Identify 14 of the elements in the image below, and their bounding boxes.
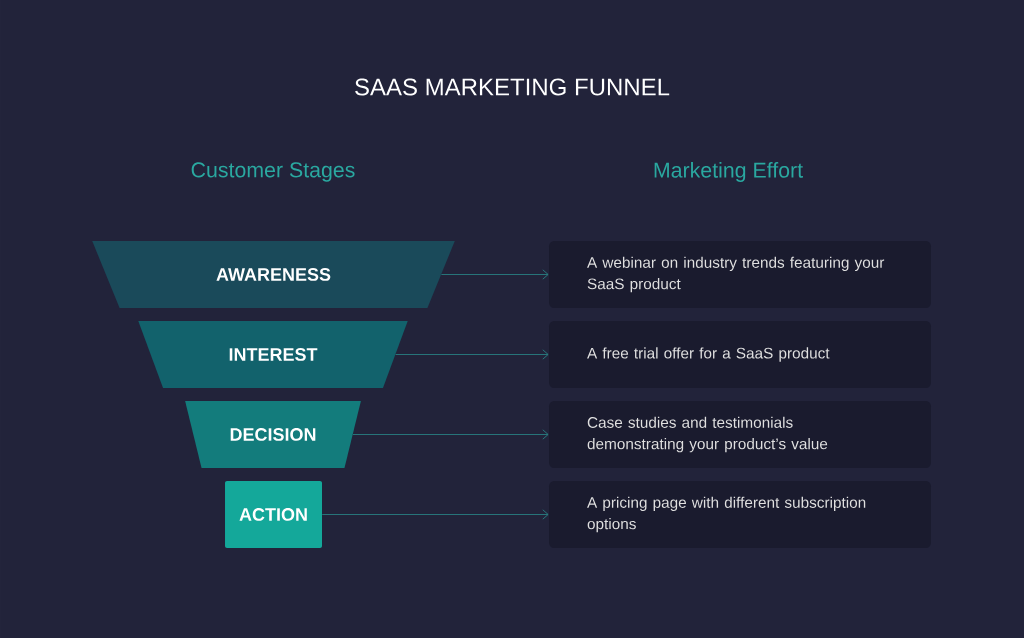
funnel-stage: INTEREST	[138, 321, 408, 388]
effort-box: A pricing page with different subscription options	[549, 481, 931, 548]
column-heading: Customer Stages	[191, 162, 355, 182]
arrow	[321, 509, 549, 520]
effort-box: A free trial offer for a SaaS product	[549, 321, 931, 388]
arrow	[352, 429, 549, 440]
effort-box: A webinar on industry trends featuring your SaaS product	[549, 241, 931, 308]
effort-box: Case studies and testimonials demonstrating your product’s value	[549, 401, 931, 468]
funnel-stage: ACTION	[225, 481, 322, 548]
title: SAAS MARKETING FUNNEL	[355, 78, 670, 96]
funnel-stage: DECISION	[185, 401, 361, 468]
column-heading: Marketing Effort	[654, 162, 803, 182]
arrow	[441, 269, 549, 280]
arrow	[395, 349, 549, 360]
